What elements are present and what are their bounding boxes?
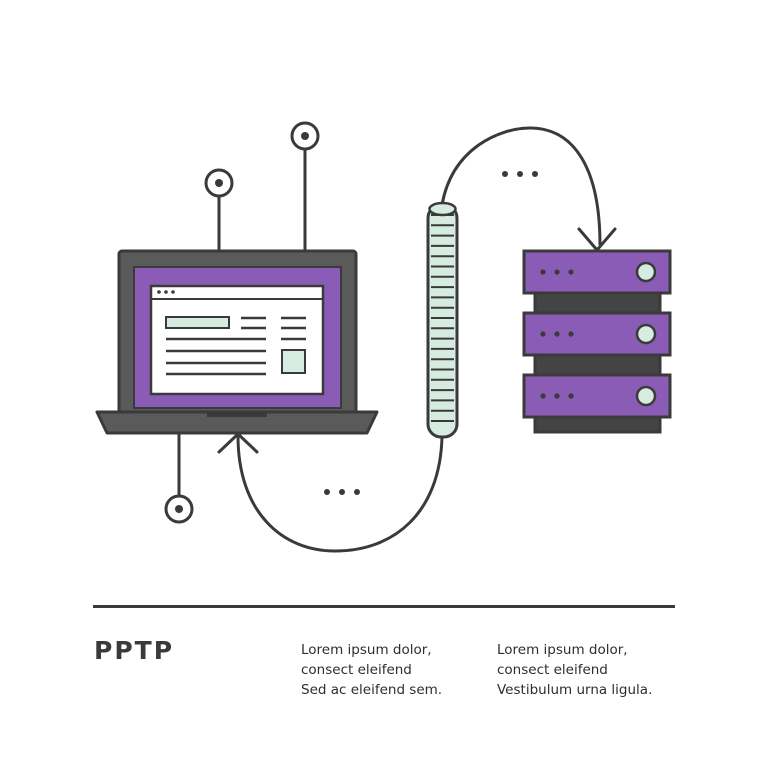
divider-line <box>93 605 675 608</box>
server-unit <box>522 373 672 419</box>
caption-line: Vestibulum urna ligula. <box>497 682 653 698</box>
led-dot <box>540 269 546 275</box>
coin-stack-tunnel-icon <box>426 201 459 439</box>
caption-line: consect eleifend <box>497 662 608 678</box>
caption-right: Lorem ipsum dolor, consect eleifend Vest… <box>497 640 652 700</box>
power-button-icon <box>635 323 657 345</box>
curved-arrow-icon <box>440 126 617 252</box>
browser-window <box>149 284 325 396</box>
led-dot <box>554 269 560 275</box>
antenna-node-icon <box>164 432 194 524</box>
power-button-icon <box>635 385 657 407</box>
caption-line: Lorem ipsum dolor, <box>301 642 432 658</box>
laptop-icon <box>95 249 379 435</box>
caption-line: consect eleifend <box>301 662 412 678</box>
caption-line: Lorem ipsum dolor, <box>497 642 628 658</box>
led-dot <box>554 331 560 337</box>
page-title: PPTP <box>94 636 175 665</box>
ellipsis-dots <box>502 171 538 177</box>
server-unit <box>522 249 672 295</box>
led-dot <box>554 393 560 399</box>
server-rack-icon <box>522 249 672 434</box>
caption-left: Lorem ipsum dolor, consect eleifend Sed … <box>301 640 442 700</box>
power-button-icon <box>635 261 657 283</box>
led-dot <box>568 331 574 337</box>
caption-line: Sed ac eleifend sem. <box>301 682 443 698</box>
server-unit <box>522 311 672 357</box>
led-dot <box>568 393 574 399</box>
led-dot <box>540 331 546 337</box>
curved-arrow-icon <box>217 432 444 553</box>
led-dot <box>568 269 574 275</box>
antenna-node-icon <box>204 168 234 252</box>
led-dot <box>540 393 546 399</box>
antenna-node-icon <box>290 121 320 252</box>
ellipsis-dots <box>324 489 360 495</box>
